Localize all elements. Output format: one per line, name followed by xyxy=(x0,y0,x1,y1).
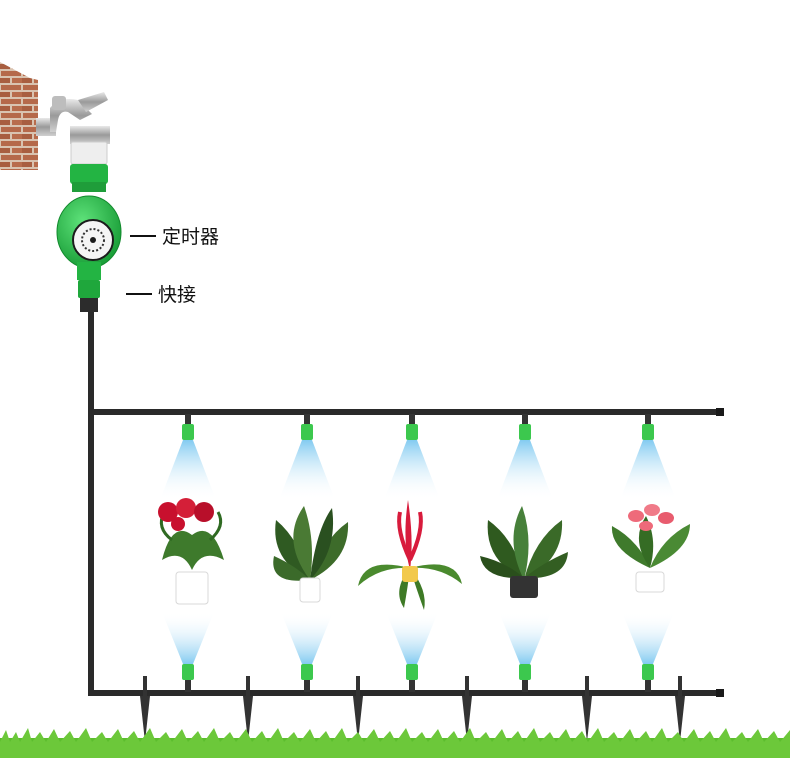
nozzle-column xyxy=(384,414,440,692)
ground-stakes xyxy=(140,676,685,742)
callout-line xyxy=(126,292,152,295)
plant-red-rose xyxy=(158,498,224,605)
brick-wall xyxy=(0,62,38,170)
plant-bromeliad xyxy=(358,500,462,610)
nozzle-column xyxy=(160,414,216,692)
quick-connector-callout: 快接 xyxy=(126,280,196,307)
plant-croton xyxy=(480,506,568,598)
timer-label: 定时器 xyxy=(162,226,220,248)
nozzle-column xyxy=(620,414,676,692)
grass-strip xyxy=(0,728,790,758)
water-timer xyxy=(56,141,122,312)
plant-anthurium xyxy=(611,504,690,593)
lower-pipe xyxy=(88,690,720,696)
upper-pipe-end xyxy=(716,408,724,416)
nozzle-column xyxy=(279,414,335,692)
callout-line xyxy=(130,234,156,237)
faucet-icon xyxy=(36,92,110,144)
quick-connector-label: 快接 xyxy=(158,284,197,306)
nozzle-column xyxy=(497,414,553,692)
upper-pipe xyxy=(88,409,720,415)
lower-pipe-end xyxy=(716,689,724,697)
timer-callout: 定时器 xyxy=(130,222,219,249)
plant-calathea xyxy=(273,506,349,603)
vertical-pipe xyxy=(88,312,94,696)
